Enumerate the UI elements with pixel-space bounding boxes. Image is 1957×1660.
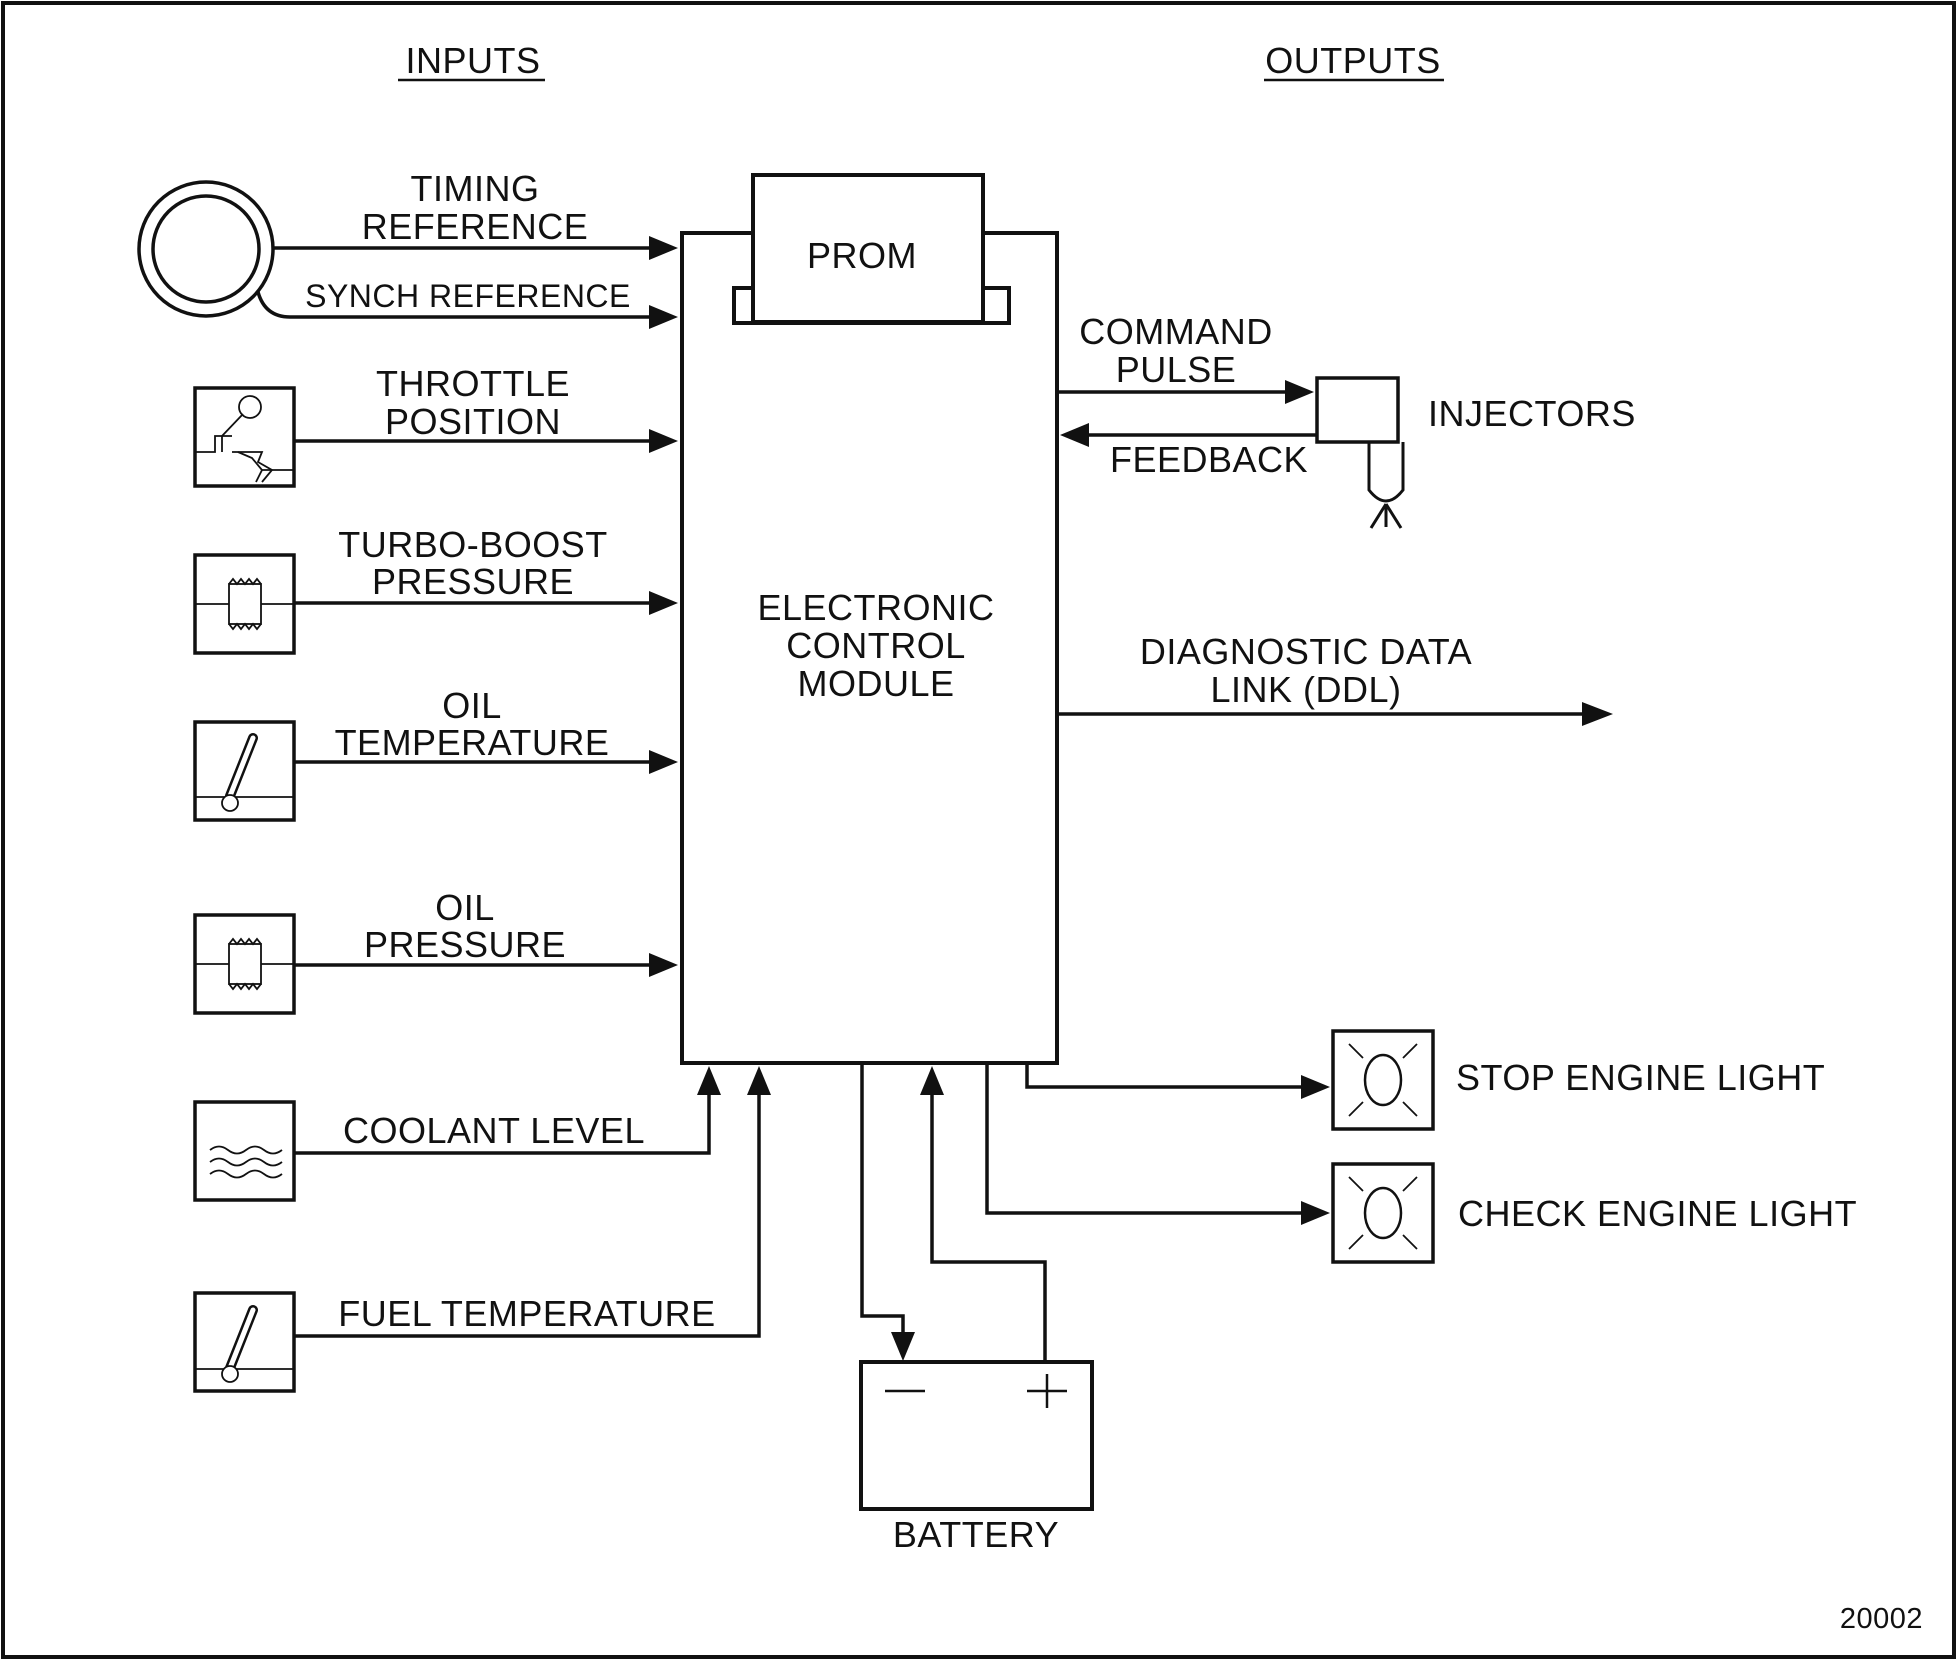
oil-temperature-sensor-icon — [193, 720, 296, 822]
stop-engine-light-icon — [1331, 1029, 1435, 1131]
check-engine-light-label: CHECK ENGINE LIGHT — [1458, 1193, 1857, 1234]
throttle-position-label-2: POSITION — [385, 401, 561, 442]
ecm-label-line-1: ELECTRONIC — [757, 587, 994, 628]
turbo-boost-label-2: PRESSURE — [372, 561, 574, 602]
fuel-temperature-label: FUEL TEMPERATURE — [338, 1293, 715, 1334]
oil-temperature-signal: OIL TEMPERATURE — [294, 685, 678, 774]
ecm-label-line-2: CONTROL — [786, 625, 966, 666]
diagnostic-data-link-signal: DIAGNOSTIC DATA LINK (DDL) — [1057, 631, 1613, 726]
check-engine-light-signal: CHECK ENGINE LIGHT — [985, 1063, 1857, 1234]
synch-reference-label: SYNCH REFERENCE — [305, 278, 631, 314]
electronic-control-module: ELECTRONIC CONTROL MODULE — [680, 231, 1059, 1065]
ecm-label-line-3: MODULE — [797, 663, 954, 704]
turbo-boost-pressure-signal: TURBO-BOOST PRESSURE — [294, 524, 678, 615]
synch-reference-signal: SYNCH REFERENCE — [256, 278, 678, 329]
fuel-temperature-sensor-icon — [193, 1291, 296, 1393]
timing-reference-label-1: TIMING — [411, 168, 540, 209]
inputs-header: INPUTS — [398, 40, 545, 82]
coolant-level-sensor-icon — [193, 1100, 296, 1202]
battery-negative-lead — [860, 1063, 915, 1361]
coolant-level-label: COOLANT LEVEL — [343, 1110, 645, 1151]
throttle-position-signal: THROTTLE POSITION — [294, 363, 678, 453]
battery-label: BATTERY — [893, 1514, 1059, 1555]
feedback-label: FEEDBACK — [1110, 439, 1308, 480]
prom-label: PROM — [807, 235, 917, 276]
feedback-signal: FEEDBACK — [1060, 423, 1317, 480]
throttle-position-sensor-icon — [193, 386, 296, 488]
battery-positive-lead — [920, 1066, 1047, 1362]
inputs-header-text: INPUTS — [405, 40, 540, 81]
command-pulse-signal: COMMAND PULSE — [1057, 311, 1314, 404]
prom-chip: PROM — [732, 173, 1011, 325]
stop-engine-light-signal: STOP ENGINE LIGHT — [1025, 1057, 1825, 1099]
oil-temperature-label-2: TEMPERATURE — [335, 722, 610, 763]
command-pulse-label-2: PULSE — [1116, 349, 1237, 390]
oil-temperature-label-1: OIL — [442, 685, 502, 726]
command-pulse-label-1: COMMAND — [1079, 311, 1272, 352]
timing-reference-signal: TIMING REFERENCE — [272, 168, 678, 260]
timing-sensor-icon — [137, 180, 275, 318]
outputs-header: OUTPUTS — [1264, 40, 1444, 82]
stop-engine-light-label: STOP ENGINE LIGHT — [1456, 1057, 1825, 1098]
coolant-level-signal: COOLANT LEVEL — [294, 1066, 721, 1155]
turbo-boost-pressure-sensor-icon — [193, 553, 296, 655]
oil-pressure-label-2: PRESSURE — [364, 924, 566, 965]
injectors-label: INJECTORS — [1428, 393, 1636, 434]
fuel-temperature-signal: FUEL TEMPERATURE — [294, 1066, 771, 1338]
throttle-position-label-1: THROTTLE — [376, 363, 570, 404]
ddl-label-2: LINK (DDL) — [1210, 669, 1401, 710]
injector-icon: INJECTORS — [1315, 376, 1636, 529]
timing-reference-label-2: REFERENCE — [362, 206, 589, 247]
battery-icon: BATTERY — [859, 1360, 1094, 1555]
ddl-label-1: DIAGNOSTIC DATA — [1140, 631, 1472, 672]
check-engine-light-icon — [1331, 1162, 1435, 1264]
outputs-header-text: OUTPUTS — [1265, 40, 1441, 81]
oil-pressure-signal: OIL PRESSURE — [294, 887, 678, 977]
oil-pressure-sensor-icon — [193, 913, 296, 1015]
oil-pressure-label-1: OIL — [435, 887, 495, 928]
figure-number: 20002 — [1840, 1603, 1923, 1635]
turbo-boost-label-1: TURBO-BOOST — [338, 524, 608, 565]
